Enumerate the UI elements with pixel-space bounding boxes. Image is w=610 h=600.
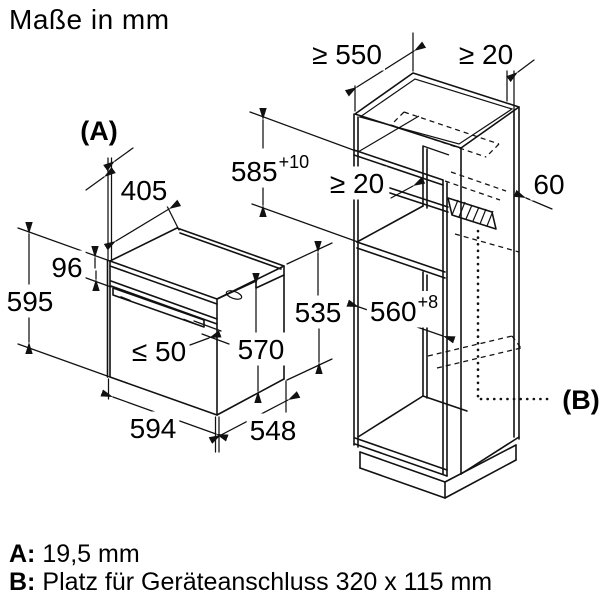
dim-label-dim-96: 96 — [51, 252, 82, 283]
dim-label-bg-dim-405 — [117, 173, 171, 207]
legend-key-b: B: — [9, 568, 36, 596]
legend-value-a: 19,5 mm — [42, 540, 140, 568]
legend-value-b: Platz für Geräteanschluss 320 x 115 mm — [42, 568, 493, 596]
dim-label-bg-dim-min-20-top — [455, 37, 517, 71]
dim-label-bg-dim-548 — [246, 413, 300, 447]
dim-label-bg-ref-a — [77, 115, 121, 147]
dimension-lines — [17, 32, 553, 444]
diagram-title: Maße in mm — [9, 4, 170, 35]
dim-label-bg-dim-570 — [234, 332, 288, 366]
dim-label-bg-dim-595 — [3, 284, 57, 318]
dim-label-dim-60: 60 — [533, 169, 564, 200]
ventilation-hatch — [447, 197, 497, 230]
legend-key-a: A: — [9, 540, 36, 568]
dim-label-dim-535: 535 — [295, 297, 342, 328]
dim-label-dim-570: 570 — [238, 334, 285, 365]
legend-row-a: A:19,5 mm — [9, 540, 492, 568]
dim-label-bg-dim-min-550 — [309, 37, 385, 71]
dim-label-bg-dim-535 — [291, 295, 345, 329]
dim-label-ref-a: (A) — [80, 116, 117, 146]
dim-label-dim-585: 585+10 — [231, 152, 309, 187]
dim-label-dim-max-50: ≤ 50 — [132, 336, 186, 367]
side-grip-hole — [225, 290, 243, 300]
dim-label-dim-min-550: ≥ 550 — [312, 39, 382, 70]
dim-label-dim-405: 405 — [121, 175, 168, 206]
dim-label-bg-dim-96 — [48, 250, 86, 284]
dim-label-dim-min-20-mid: ≥ 20 — [330, 168, 384, 199]
dim-label-dim-548: 548 — [250, 415, 297, 446]
dim-label-bg-dim-min-20-mid — [326, 166, 388, 200]
dim-label-dim-560: 560+8 — [370, 292, 438, 327]
dim-label-bg-dim-max-50 — [128, 334, 190, 368]
dim-label-bg-dim-594 — [126, 411, 180, 445]
oven-handle — [112, 287, 205, 328]
dim-label-bg-dim-60 — [530, 167, 568, 201]
dim-label-dim-594: 594 — [130, 413, 177, 444]
legend-row-b: B:Platz für Geräteanschluss 320 x 115 mm — [9, 568, 492, 596]
legend: A:19,5 mm B:Platz für Geräteanschluss 32… — [9, 540, 492, 596]
dim-label-dim-595: 595 — [7, 286, 54, 317]
oven-drawing — [106, 157, 287, 453]
dim-label-bg-dim-585 — [227, 151, 313, 188]
dim-label-bg-dim-560 — [366, 291, 442, 328]
dim-label-dim-min-20-top: ≥ 20 — [459, 39, 513, 70]
dim-label-bg-ref-b — [559, 384, 603, 416]
cabinet-drawing — [353, 72, 553, 499]
plinth — [359, 444, 517, 499]
dim-label-ref-b: (B) — [562, 385, 599, 415]
